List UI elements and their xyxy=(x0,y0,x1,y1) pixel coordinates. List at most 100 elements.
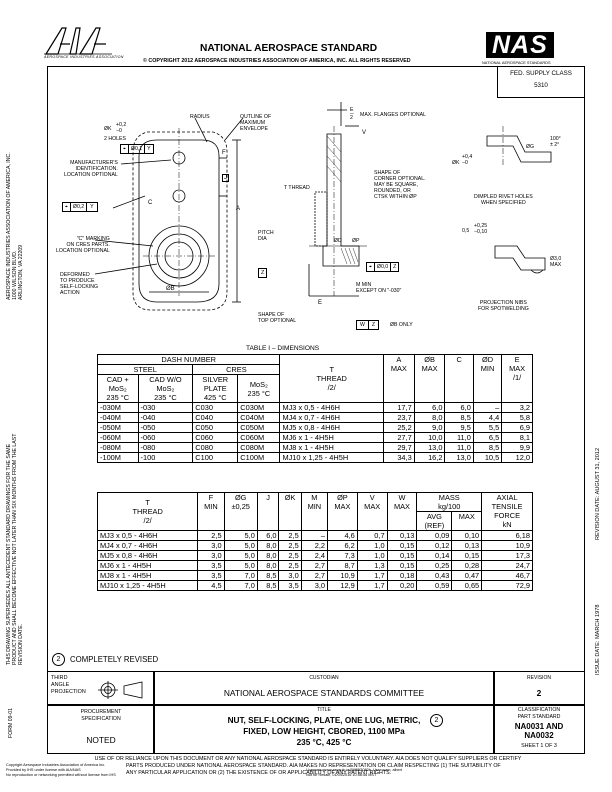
label-phi-k-tol: +0,2 −0 xyxy=(116,122,127,134)
table-cell: 29,7 xyxy=(382,442,415,453)
table-cell: -060M xyxy=(97,432,139,443)
table-cell: 0,43 xyxy=(416,570,453,581)
footer-disclaimer-3: ANY PARTICULAR APPLICATION OR (2) THE EX… xyxy=(126,770,392,776)
table-cell: MJ8 x 1 - 4H5H xyxy=(96,570,199,581)
table-cell: C050 xyxy=(192,422,239,433)
table-cell: 1,0 xyxy=(356,550,388,561)
table-cell: -080 xyxy=(137,442,194,453)
table-cell: -100 xyxy=(137,452,194,463)
table-cell: 2,5 xyxy=(278,530,302,541)
fcf-w: W Z xyxy=(356,320,380,330)
table-cell: 5,0 xyxy=(223,550,258,561)
table-cell: C040 xyxy=(192,412,239,423)
table-cell: 3,5 xyxy=(197,570,225,581)
part-number: NA0031 AND NA0032 xyxy=(514,722,564,740)
table-cell: 12,0 xyxy=(501,452,533,463)
table-cell: -100M xyxy=(97,452,139,463)
label-phi-b-only: ØB ONLY xyxy=(390,322,413,328)
table-cell: 0,47 xyxy=(451,570,483,581)
table1-title: TABLE I – DIMENSIONS xyxy=(246,345,320,352)
label-e2: E ─ 2 xyxy=(350,107,354,121)
table-cell: -060 xyxy=(137,432,194,443)
t1-hdr-a: A MAX xyxy=(382,354,415,403)
table-cell: 1,7 xyxy=(356,570,388,581)
table-cell: -040 xyxy=(137,412,194,423)
table-cell: 10,9 xyxy=(481,540,533,551)
dim-c: C xyxy=(148,200,153,206)
label-phi-p: ØP xyxy=(352,238,360,244)
t1-hdr-c: C xyxy=(444,354,474,403)
table-cell: 6,0 xyxy=(413,402,446,413)
table-cell: MJ6 x 1 - 4H5H xyxy=(96,560,199,571)
table-cell: 8,0 xyxy=(413,412,446,423)
table-cell: 3,5 xyxy=(278,580,302,591)
form-number: FORM 09-01 xyxy=(8,708,14,738)
t2-hdr-t: T THREAD /2/ xyxy=(96,492,199,531)
table-cell: C080 xyxy=(192,442,239,453)
position-icon-2: ⌖ xyxy=(63,203,71,211)
aia-address: AEROSPACE INDUSTRIES ASSOCIATION OF AMER… xyxy=(6,152,24,300)
table-cell: 7,0 xyxy=(223,570,258,581)
table-cell: 9,9 xyxy=(501,442,533,453)
table-cell: 1,7 xyxy=(356,580,388,591)
issue-date: ISSUE DATE: MARCH 1978 xyxy=(595,604,601,675)
table-cell: 0,28 xyxy=(451,560,483,571)
table-cell: 13,0 xyxy=(444,452,474,463)
revision-label: REVISION xyxy=(527,675,551,681)
fed-supply-value: 5310 xyxy=(534,82,548,89)
table-cell: C100 xyxy=(192,452,239,463)
fcf-3-tol: Ø0,0 xyxy=(375,263,392,271)
t1-hdr-d: ØD MIN xyxy=(472,354,503,403)
label-nib-dia: Ø3,0 MAX xyxy=(550,256,562,268)
table-cell: -030 xyxy=(137,402,194,413)
table-cell: 16,2 xyxy=(413,452,446,463)
label-max-flanges: MAX. FLANGES OPTIONAL xyxy=(360,112,427,118)
t2-hdr-w: W MAX xyxy=(386,492,418,531)
fcf-w-z: Z xyxy=(371,322,376,328)
table-1: DASH NUMBER T THREAD /2/ A MAX ØB MAX C … xyxy=(96,354,533,463)
tb-classification: CLASSIFICATION PART STANDARD NA0031 AND … xyxy=(493,704,585,754)
table-cell: 8,5 xyxy=(256,570,280,581)
table-cell: 4,5 xyxy=(197,580,225,591)
t1-hdr-col: CAD W/O MoS₂ 235 °C xyxy=(137,374,194,403)
table-cell: 2,5 xyxy=(278,550,302,561)
dim-f: F xyxy=(222,150,226,156)
table-cell: 8,0 xyxy=(256,550,280,561)
table-cell: 1,0 xyxy=(356,540,388,551)
title-label: TITLE xyxy=(317,707,331,713)
sheet-number: SHEET 1 OF 3 xyxy=(521,743,557,749)
table-cell: 46,7 xyxy=(481,570,533,581)
table-cell: 8,7 xyxy=(327,560,358,571)
revision-circle: 2 xyxy=(52,653,65,666)
table-cell: 24,7 xyxy=(481,560,533,571)
table-cell: 0,25 xyxy=(416,560,453,571)
table-cell: 0,13 xyxy=(451,540,483,551)
table-cell: 2,5 xyxy=(278,540,302,551)
nas-logo-sub: NATIONAL AEROSPACE STANDARDS xyxy=(482,60,551,65)
label-radius: RADIUS xyxy=(190,114,210,120)
aia-logo-sub: AEROSPACE INDUSTRIES ASSOCIATION xyxy=(44,55,124,59)
table-cell: 2,2 xyxy=(300,540,329,551)
table-cell: 0,18 xyxy=(386,570,418,581)
t2-hdr-g: ØG ±0,25 xyxy=(223,492,258,531)
license-line-3: No reproduction or networking permitted … xyxy=(6,773,116,777)
table-cell: 0,15 xyxy=(451,550,483,561)
label-phi-k2-tol: +0,4 −0 xyxy=(462,154,473,166)
fed-supply-box: FED. SUPPLY CLASS 5310 xyxy=(497,66,585,98)
table-cell: 2,5 xyxy=(278,560,302,571)
table-cell: 8,1 xyxy=(501,432,533,443)
table-cell: C030 xyxy=(192,402,239,413)
t2-hdr-j: J xyxy=(256,492,280,531)
table-cell: 17,3 xyxy=(481,550,533,561)
label-phi-k: ØK xyxy=(104,126,112,132)
table-cell: 3,5 xyxy=(197,560,225,571)
table-cell: 0,13 xyxy=(386,530,418,541)
table-cell: 7,3 xyxy=(327,550,358,561)
table-cell: 1,3 xyxy=(356,560,388,571)
table-cell: MJ3 x 0,5 - 4H6H xyxy=(96,530,199,541)
